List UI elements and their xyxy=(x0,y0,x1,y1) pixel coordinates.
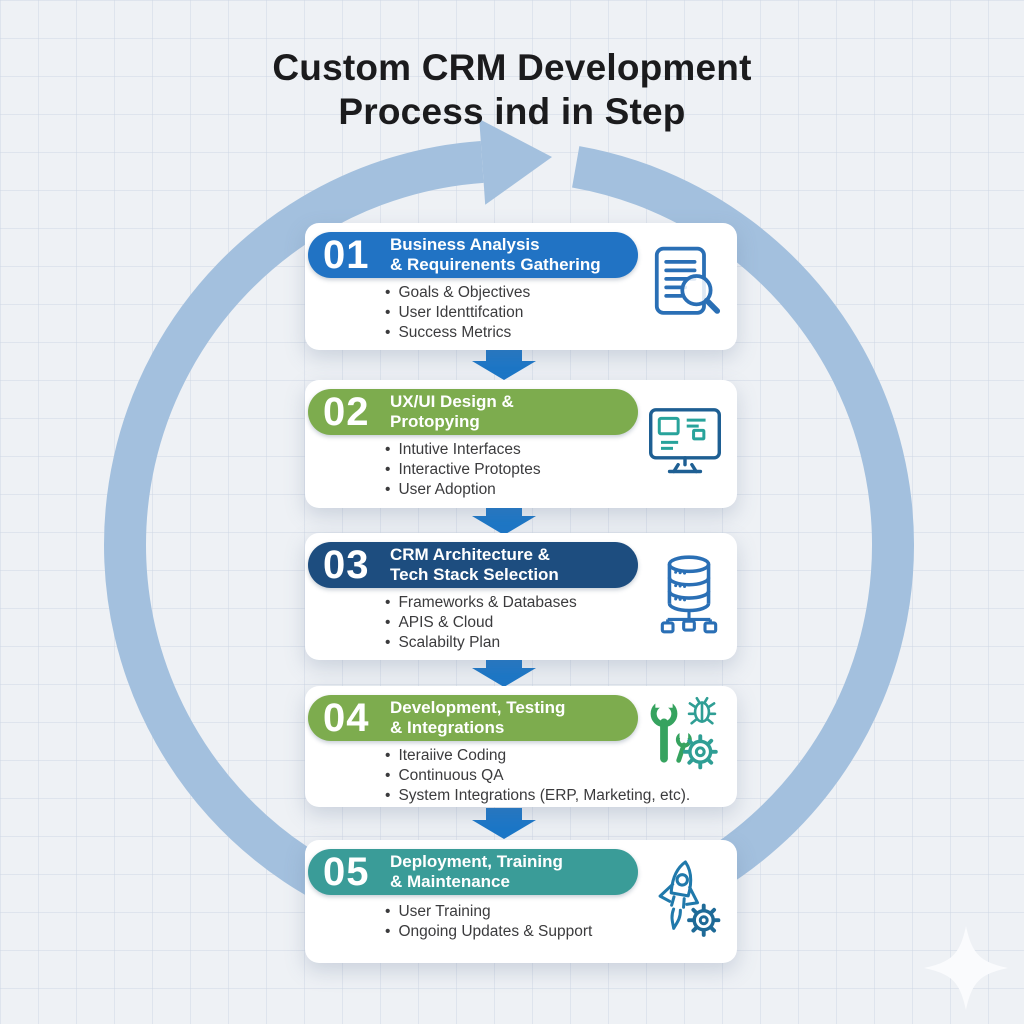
bullet-item: Iteraiive Coding xyxy=(385,746,690,766)
down-arrow-icon xyxy=(472,808,536,839)
bullet-item: System Integrations (ERP, Marketing, etc… xyxy=(385,786,690,806)
step-number: 01 xyxy=(323,232,370,277)
page-title-line2: Process ind in Step xyxy=(338,91,686,133)
step-4-header: 04 Development, Testing & Integrations xyxy=(308,695,638,741)
bullet-item: Frameworks & Databases xyxy=(385,593,576,613)
step-card-5: 05 Deployment, Training & Maintenance Us… xyxy=(305,840,737,963)
bullet-item: Goals & Objectives xyxy=(385,283,530,303)
step-number: 03 xyxy=(323,542,370,587)
step-card-3: 03 CRM Architecture & Tech Stack Selecti… xyxy=(305,533,737,660)
step-3-header: 03 CRM Architecture & Tech Stack Selecti… xyxy=(308,542,638,588)
bullet-item: Continuous QA xyxy=(385,766,690,786)
bullet-item: User Adoption xyxy=(385,480,541,500)
bullet-item: APIS & Cloud xyxy=(385,613,577,633)
step-title: CRM Architecture & Tech Stack Selection xyxy=(390,544,559,584)
step-4-bullets: Iteraiive Coding Continuous QA System In… xyxy=(385,746,690,805)
step-1-header: 01 Business Analysis & Requirenents Gath… xyxy=(308,232,638,278)
bullet-item: Interactive Protoptes xyxy=(385,460,540,480)
bullet-item: Ongoing Updates & Support xyxy=(385,922,592,942)
database-network-icon xyxy=(657,553,721,640)
step-5-bullets: User Training Ongoing Updates & Support xyxy=(385,902,592,942)
step-title: Business Analysis & Requirenents Gatheri… xyxy=(390,234,601,274)
step-title: Development, Testing & Integrations xyxy=(390,697,566,737)
down-arrow-icon xyxy=(472,349,536,380)
bullet-item: Success Metrics xyxy=(385,323,530,343)
down-arrow-icon xyxy=(472,504,536,535)
down-arrow-icon xyxy=(472,656,536,687)
bullet-item: Scalabilty Plan xyxy=(385,633,577,653)
cycle-arrowhead-icon xyxy=(479,119,552,205)
step-card-4: 04 Development, Testing & Integrations I… xyxy=(305,686,737,807)
page-title: Custom CRM Development Process ind in St… xyxy=(0,46,1024,135)
step-title: UX/UI Design & Protopying xyxy=(390,391,514,431)
step-number: 04 xyxy=(323,695,370,740)
bullet-item: User Training xyxy=(385,902,592,922)
step-number: 05 xyxy=(323,849,370,894)
step-2-header: 02 UX/UI Design & Protopying xyxy=(308,389,638,435)
monitor-wireframe-icon xyxy=(649,408,721,481)
step-3-bullets: Frameworks & Databases APIS & Cloud Scal… xyxy=(385,593,577,653)
rocket-gear-icon xyxy=(645,854,721,949)
sparkle-icon xyxy=(924,926,1008,1010)
bullet-item: Intutive Interfaces xyxy=(385,440,541,460)
bullet-item: User Identtifcation xyxy=(385,303,530,323)
wrench-bug-gear-icon xyxy=(645,693,721,780)
step-card-2: 02 UX/UI Design & Protopying Intutive In… xyxy=(305,380,737,508)
step-1-bullets: Goals & Objectives User Identtifcation S… xyxy=(385,283,530,342)
step-5-header: 05 Deployment, Training & Maintenance xyxy=(308,849,638,895)
step-card-1: 01 Business Analysis & Requirenents Gath… xyxy=(305,223,737,350)
document-magnifier-icon xyxy=(653,244,721,329)
step-number: 02 xyxy=(323,389,370,434)
page-title-line1: Custom CRM Development xyxy=(272,47,752,88)
step-2-bullets: Intutive Interfaces Interactive Protopte… xyxy=(385,440,541,500)
step-title: Deployment, Training & Maintenance xyxy=(390,851,563,891)
